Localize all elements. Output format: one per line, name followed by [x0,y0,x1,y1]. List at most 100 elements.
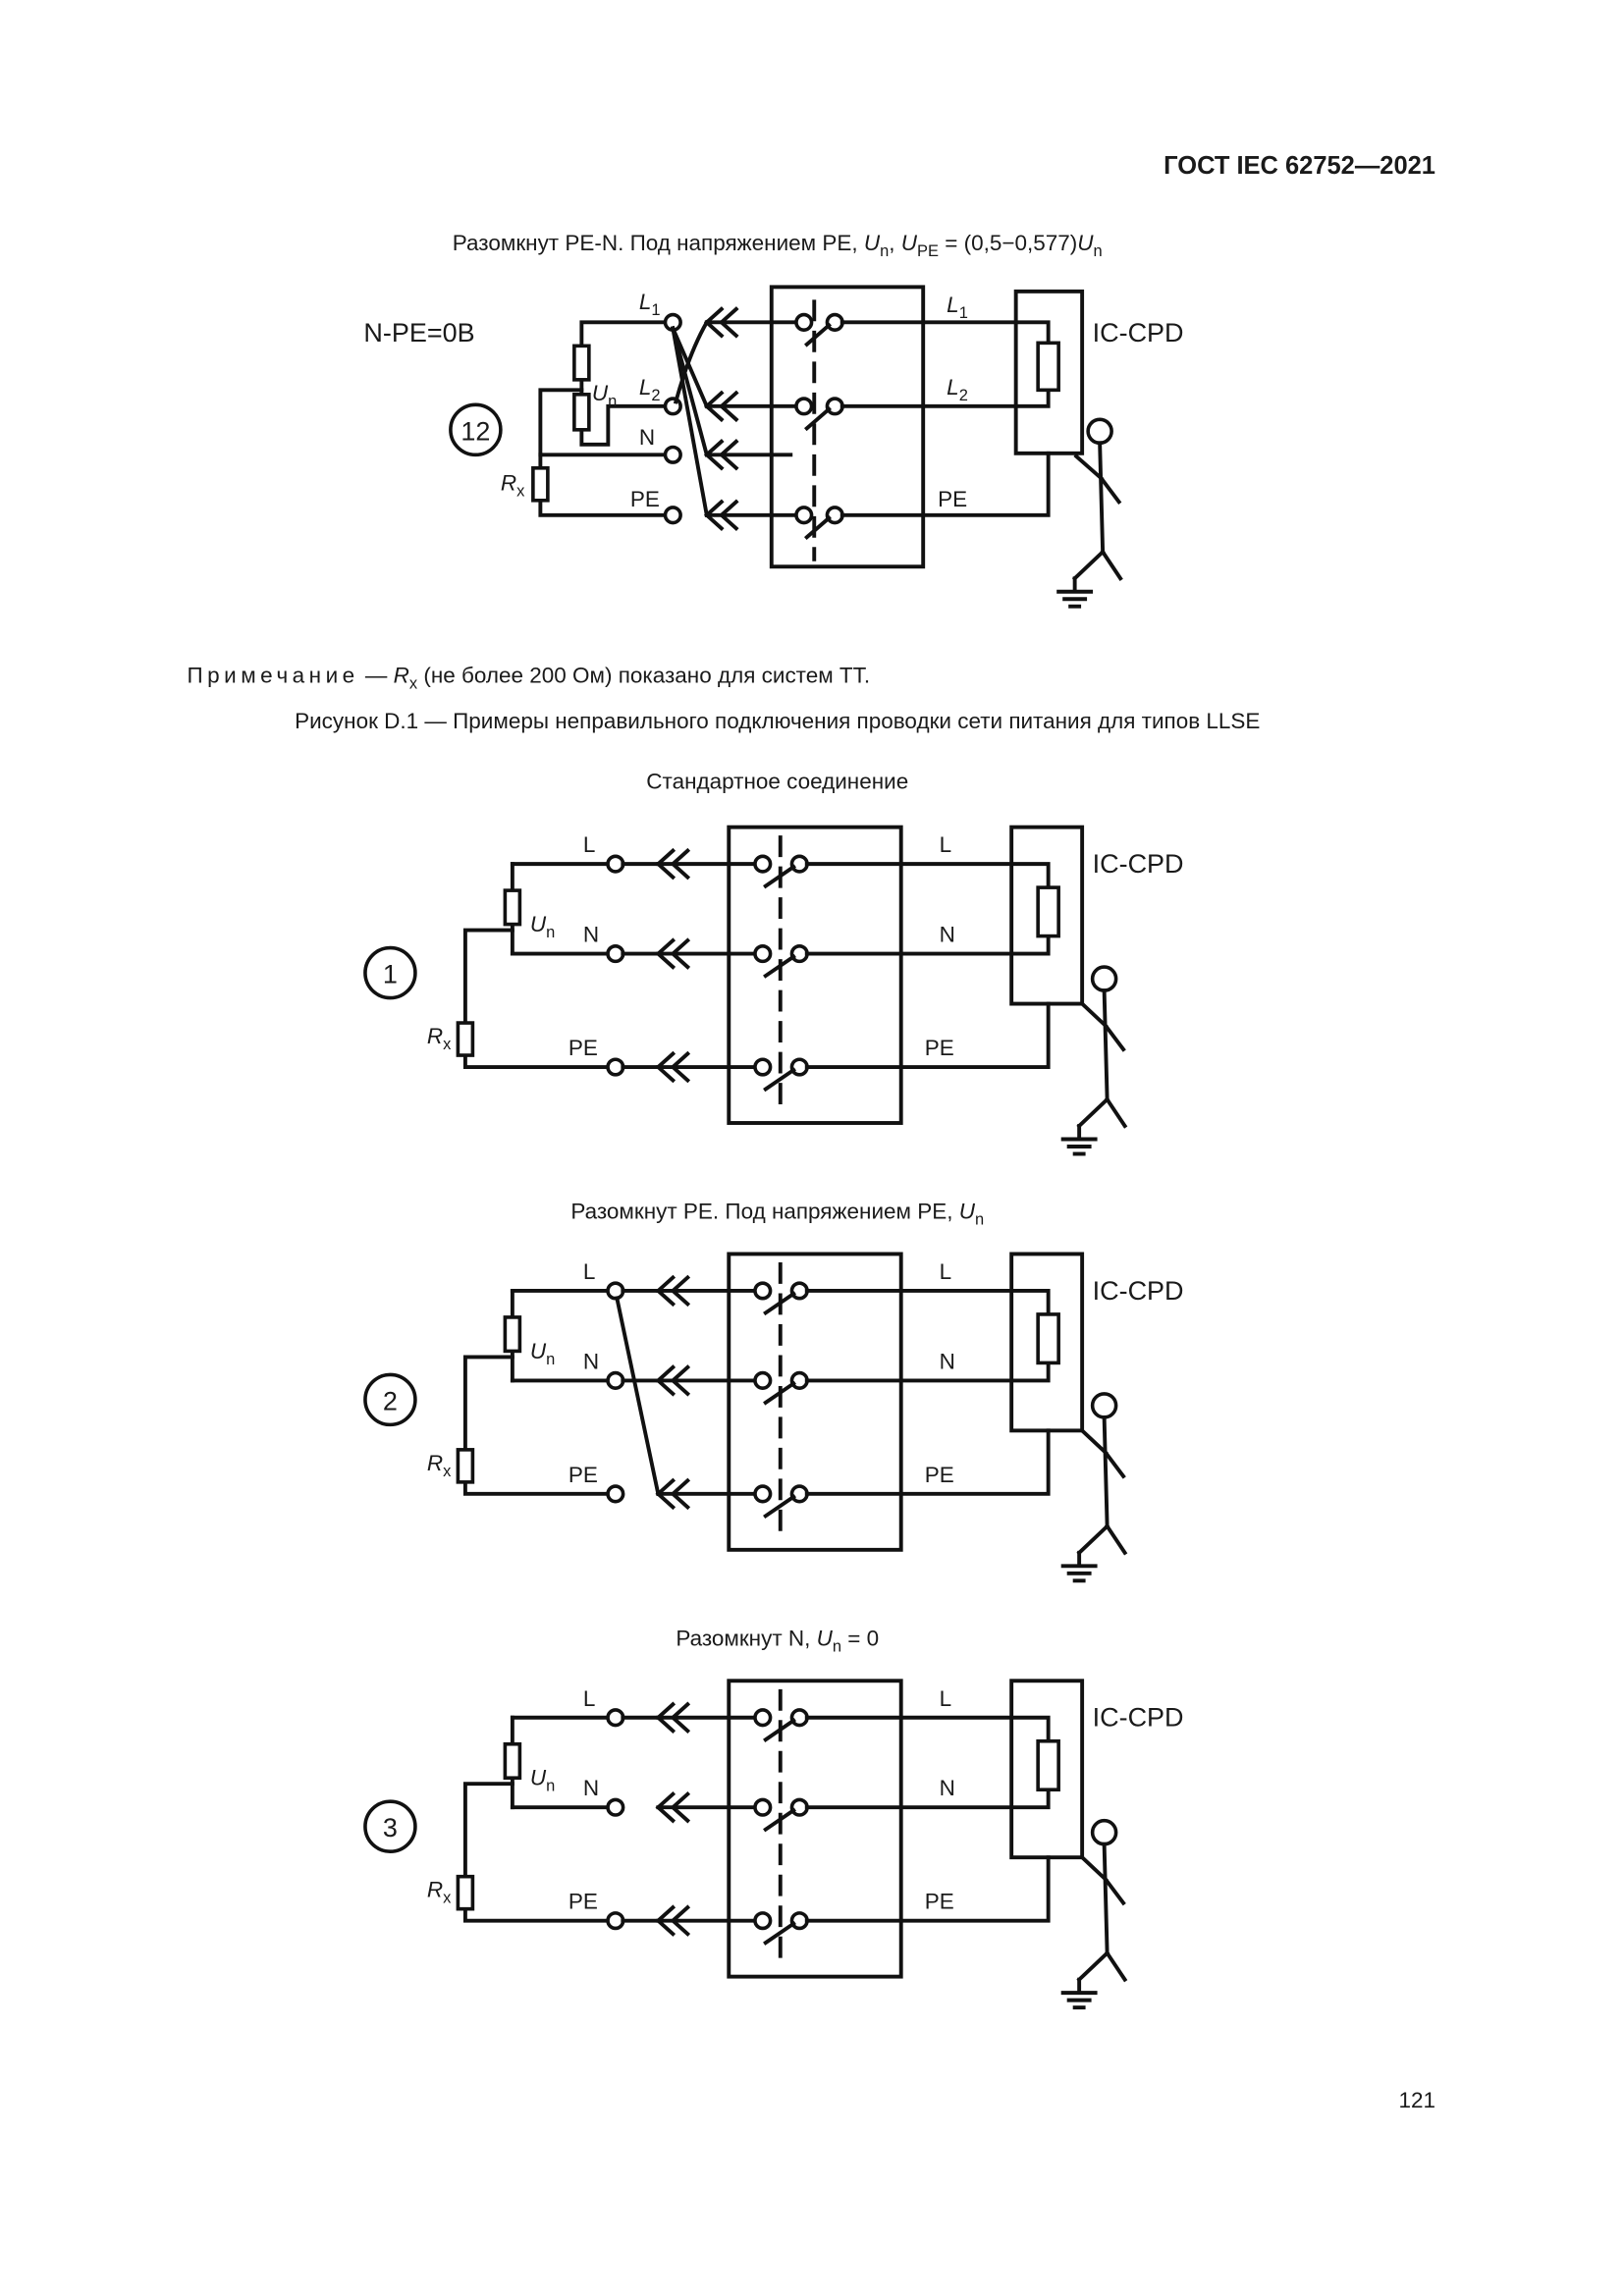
wire [804,1715,1051,1743]
label-part: IC-CPD [1093,1703,1184,1733]
arm [1079,1427,1109,1456]
label-part: U [817,1626,834,1650]
label-part: N [940,1349,955,1373]
wire [579,320,668,447]
label-l-out: L [940,832,952,857]
terminal [606,1281,625,1301]
label-part: x [443,1890,452,1907]
switch-blade [763,1380,796,1406]
switch-blade [763,1920,796,1946]
wire [839,388,1051,408]
label-un: Un [592,381,617,410]
wire [804,862,1051,890]
label-n-out: N [940,1776,955,1800]
arm [1103,1876,1126,1906]
ic-cpd-label: IC-CPD [1093,849,1184,879]
ic-cpd-label: IC-CPD [1093,1276,1184,1306]
label-pe-out: PE [925,1463,954,1487]
terminal [753,1281,773,1301]
label-l2: L2 [639,375,661,404]
body [1102,1842,1110,1955]
arm [1073,454,1105,482]
label-part: n [546,1351,555,1368]
terminal [789,1911,809,1931]
switch-contact [753,1708,809,1742]
label-l1: L1 [639,290,661,319]
wire [804,1428,1051,1496]
label-pe: PE [568,1890,598,1914]
resistor [503,1741,522,1781]
label-part: Стандартное соединение [646,770,908,794]
terminal [753,1370,773,1390]
terminal [789,943,809,964]
switch-contact [753,1797,809,1833]
cross-wire [670,325,710,409]
resistor [1036,1738,1060,1792]
label-part: L [940,832,952,857]
leg [1104,1096,1128,1129]
terminal [794,312,814,332]
label-pe-out: PE [938,487,967,511]
switch-contact [753,1370,809,1406]
label-part: PE [925,1463,954,1487]
diagram-title: Разомкнут N, Un = 0 [676,1626,879,1655]
label-part: 1 [651,301,660,319]
terminal [606,1370,625,1390]
label-part: N [940,1776,955,1800]
resistor [503,1315,522,1354]
arm [1103,1450,1126,1479]
figure-caption: Рисунок D.1 — Примеры неправильного подк… [295,709,1260,733]
note: Примечание — Rx (не более 200 Ом) показа… [188,664,871,693]
switch-blade [763,1494,796,1520]
person-icon [1056,417,1123,609]
switch-blade [763,1067,796,1093]
cross-wire [673,319,710,404]
diagram-number: 12 [460,416,490,446]
wire [804,1788,1051,1810]
label-part: R [501,470,516,495]
wiring-diagram-2: Разомкнут PE. Под напряжением PE, Un2LNP… [363,1199,1184,1583]
terminal [753,854,773,874]
head [1090,965,1118,992]
diagram-number: 1 [383,960,398,989]
terminal [606,1797,625,1817]
head [1090,1392,1118,1419]
label-part: L [583,1259,596,1284]
ground-icon [1060,1977,1098,2010]
leg [1104,1523,1128,1556]
breaker-box [727,1252,903,1552]
label-part: L [940,1686,952,1711]
number-circle [363,1799,417,1853]
terminal [789,1797,809,1817]
label-un: Un [530,912,555,941]
terminal [753,1708,773,1728]
cross-wire [671,326,710,518]
leg [1100,549,1123,581]
label-part: R [427,1878,443,1902]
switch-blade [804,515,832,541]
wiring-diagrams: Стандартное соединение1LNPEUnRxLNPEIC-CP… [363,770,1184,2010]
label-un: Un [530,1339,555,1368]
terminal [753,1797,773,1817]
label-part: n [546,1778,555,1795]
label-part: 12 [460,416,490,446]
switch-contact [753,1057,809,1093]
label-part: PE [568,1036,598,1060]
label-pe: PE [568,1036,598,1060]
terminal [753,1484,773,1504]
resistor [456,1874,475,1911]
label-part: N [583,1349,599,1373]
terminal [789,854,809,874]
ground-icon [1056,576,1094,609]
diagram-number: 2 [383,1386,398,1415]
wire [839,451,1051,517]
head [1086,417,1113,446]
breaker-box [769,285,926,569]
leg [1076,1949,1110,1983]
ground-icon [1060,1550,1098,1583]
leg [1076,1096,1110,1129]
label-part: L [583,1686,596,1711]
person-icon [1060,1818,1128,2010]
top-figure-title: Разомкнут PE-N. Под напряжением PE, Un, … [453,231,1103,260]
label-part: L [947,375,959,400]
